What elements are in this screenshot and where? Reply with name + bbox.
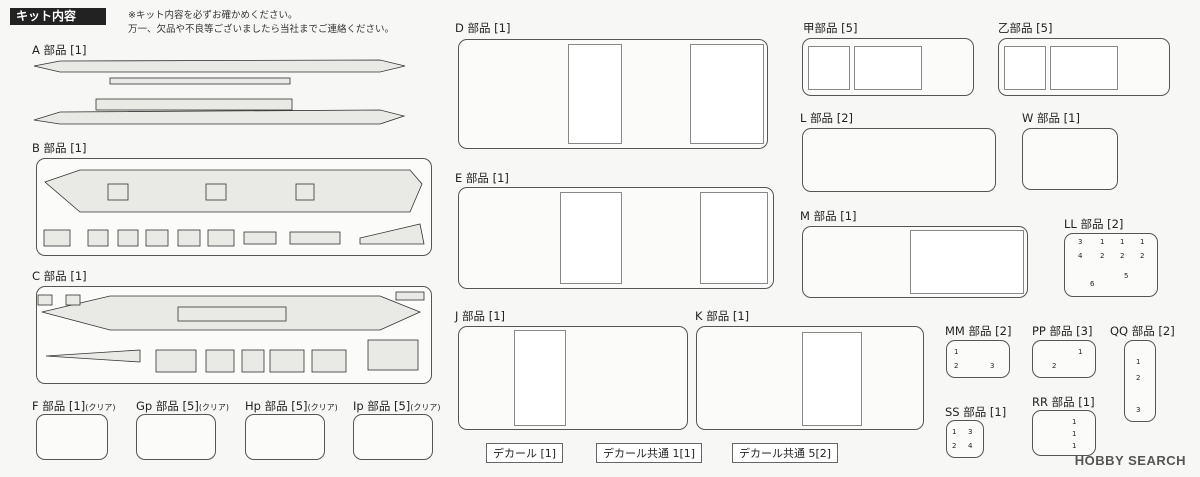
sprue-l xyxy=(802,128,996,192)
hull-half-lower xyxy=(33,109,406,125)
elevator-2 xyxy=(205,183,227,201)
mm-part-number-2: 2 xyxy=(954,362,959,370)
sprue-hp xyxy=(245,414,325,460)
sprue-j-column xyxy=(514,330,566,426)
sprue-ip xyxy=(353,414,433,460)
sprue-label-l: L 部品 [2] xyxy=(800,111,854,125)
elevator-3 xyxy=(295,183,315,201)
sprue-label-j: J 部品 [1] xyxy=(455,309,505,323)
sprue-label-rr: RR 部品 [1] xyxy=(1032,395,1095,409)
sprue-e-column xyxy=(560,192,622,284)
sprue-label-ss: SS 部品 [1] xyxy=(945,405,1007,419)
ll-part-number-3: 3 xyxy=(1078,238,1083,246)
sprue-e-column-2 xyxy=(700,192,768,284)
flight-deck xyxy=(44,169,423,213)
sprue-otsu-box-2 xyxy=(1050,46,1118,90)
clear-note-hp: (クリア) xyxy=(307,403,338,412)
ll-part-number-4: 4 xyxy=(1078,252,1083,260)
notice-line-1: ※キット内容を必ずお確かめください。 xyxy=(128,10,298,21)
ll-part-number-6: 6 xyxy=(1090,280,1095,288)
sprue-m-right xyxy=(910,230,1024,294)
hangar-hatch xyxy=(177,306,287,322)
ss-part-number-3: 3 xyxy=(968,428,973,436)
qq-part-number-1: 1 xyxy=(1136,358,1141,366)
sprue-label-pp: PP 部品 [3] xyxy=(1032,324,1093,338)
sprue-gp xyxy=(136,414,216,460)
sprue-label-k: K 部品 [1] xyxy=(695,309,750,323)
sprue-j xyxy=(458,326,688,430)
sprue-mm xyxy=(946,340,1010,378)
sprue-label-hp-text: Hp 部品 [5] xyxy=(245,399,308,413)
ss-part-number-4: 4 xyxy=(968,442,973,450)
pp-part-number-2: 2 xyxy=(1052,362,1057,370)
sprue-label-f: F 部品 [1](クリア) xyxy=(32,398,115,414)
sprue-d-column-2 xyxy=(690,44,764,144)
sprue-label-f-text: F 部品 [1] xyxy=(32,399,86,413)
sprue-label-b: B 部品 [1] xyxy=(32,141,87,155)
sprue-k-column xyxy=(802,332,862,426)
sprue-w xyxy=(1022,128,1118,190)
hull-superstructure xyxy=(95,98,293,111)
hull-keel-top xyxy=(109,77,291,85)
section-header: キット内容 xyxy=(10,8,106,25)
decal-main: デカール [1] xyxy=(486,443,564,463)
sprue-label-gp: Gp 部品 [5](クリア) xyxy=(136,398,229,414)
mm-part-number-1: 1 xyxy=(954,348,959,356)
sprue-label-c: C 部品 [1] xyxy=(32,269,87,283)
sprue-label-ip: Ip 部品 [5](クリア) xyxy=(353,398,441,414)
ss-part-number-2: 2 xyxy=(952,442,957,450)
sprue-label-mm: MM 部品 [2] xyxy=(945,324,1012,338)
sprue-kou-box-1 xyxy=(808,46,850,90)
rr-part-number-1a: 1 xyxy=(1072,418,1077,426)
c-small-parts xyxy=(37,291,425,373)
sprue-ll xyxy=(1064,233,1158,297)
sprue-d-column xyxy=(568,44,622,144)
sprue-label-kou: 甲部品 [5] xyxy=(803,21,858,35)
clear-note-ip: (クリア) xyxy=(410,403,441,412)
watermark: HOBBY SEARCH xyxy=(1074,453,1186,468)
sprue-label-e: E 部品 [1] xyxy=(455,171,509,185)
notice-line-2: 万一、欠品や不良等ございましたら当社までご連絡ください。 xyxy=(128,24,395,35)
sprue-label-w: W 部品 [1] xyxy=(1022,111,1080,125)
sprue-label-qq: QQ 部品 [2] xyxy=(1110,324,1175,338)
sprue-ss xyxy=(946,420,984,458)
ll-part-number-1b: 1 xyxy=(1120,238,1125,246)
qq-part-number-3: 3 xyxy=(1136,406,1141,414)
mm-part-number-3: 3 xyxy=(990,362,995,370)
ll-part-number-5: 5 xyxy=(1124,272,1129,280)
clear-note-f: (クリア) xyxy=(85,403,116,412)
sprue-otsu-box-1 xyxy=(1004,46,1046,90)
sprue-label-ip-text: Ip 部品 [5] xyxy=(353,399,411,413)
ll-part-number-2c: 2 xyxy=(1140,252,1145,260)
sprue-label-hp: Hp 部品 [5](クリア) xyxy=(245,398,338,414)
sprue-pp xyxy=(1032,340,1096,378)
sprue-kou-box-2 xyxy=(854,46,922,90)
sprue-qq xyxy=(1124,340,1156,422)
ll-part-number-2b: 2 xyxy=(1120,252,1125,260)
sprue-label-gp-text: Gp 部品 [5] xyxy=(136,399,199,413)
sprue-label-otsu: 乙部品 [5] xyxy=(998,21,1053,35)
clear-note-gp: (クリア) xyxy=(198,403,230,412)
sprue-label-ll: LL 部品 [2] xyxy=(1064,217,1124,231)
ll-part-number-2a: 2 xyxy=(1100,252,1105,260)
elevator-1 xyxy=(107,183,129,201)
pp-part-number-1: 1 xyxy=(1078,348,1083,356)
qq-part-number-2: 2 xyxy=(1136,374,1141,382)
b-small-parts xyxy=(43,223,425,247)
ll-part-number-1a: 1 xyxy=(1100,238,1105,246)
decal-common-5: デカール共通 5[2] xyxy=(732,443,839,463)
hull-half-upper xyxy=(33,59,406,73)
notice-text: ※キット内容を必ずお確かめください。 万一、欠品や不良等ございましたら当社までご… xyxy=(128,9,394,37)
ll-part-number-1c: 1 xyxy=(1140,238,1145,246)
rr-part-number-1b: 1 xyxy=(1072,430,1077,438)
sprue-f xyxy=(36,414,108,460)
sprue-rr xyxy=(1032,410,1096,456)
decal-common-1: デカール共通 1[1] xyxy=(596,443,703,463)
sprue-label-d: D 部品 [1] xyxy=(455,21,511,35)
rr-part-number-1c: 1 xyxy=(1072,442,1077,450)
ss-part-number-1: 1 xyxy=(952,428,957,436)
sprue-label-m: M 部品 [1] xyxy=(800,209,857,223)
sprue-label-a: A 部品 [1] xyxy=(32,43,87,57)
